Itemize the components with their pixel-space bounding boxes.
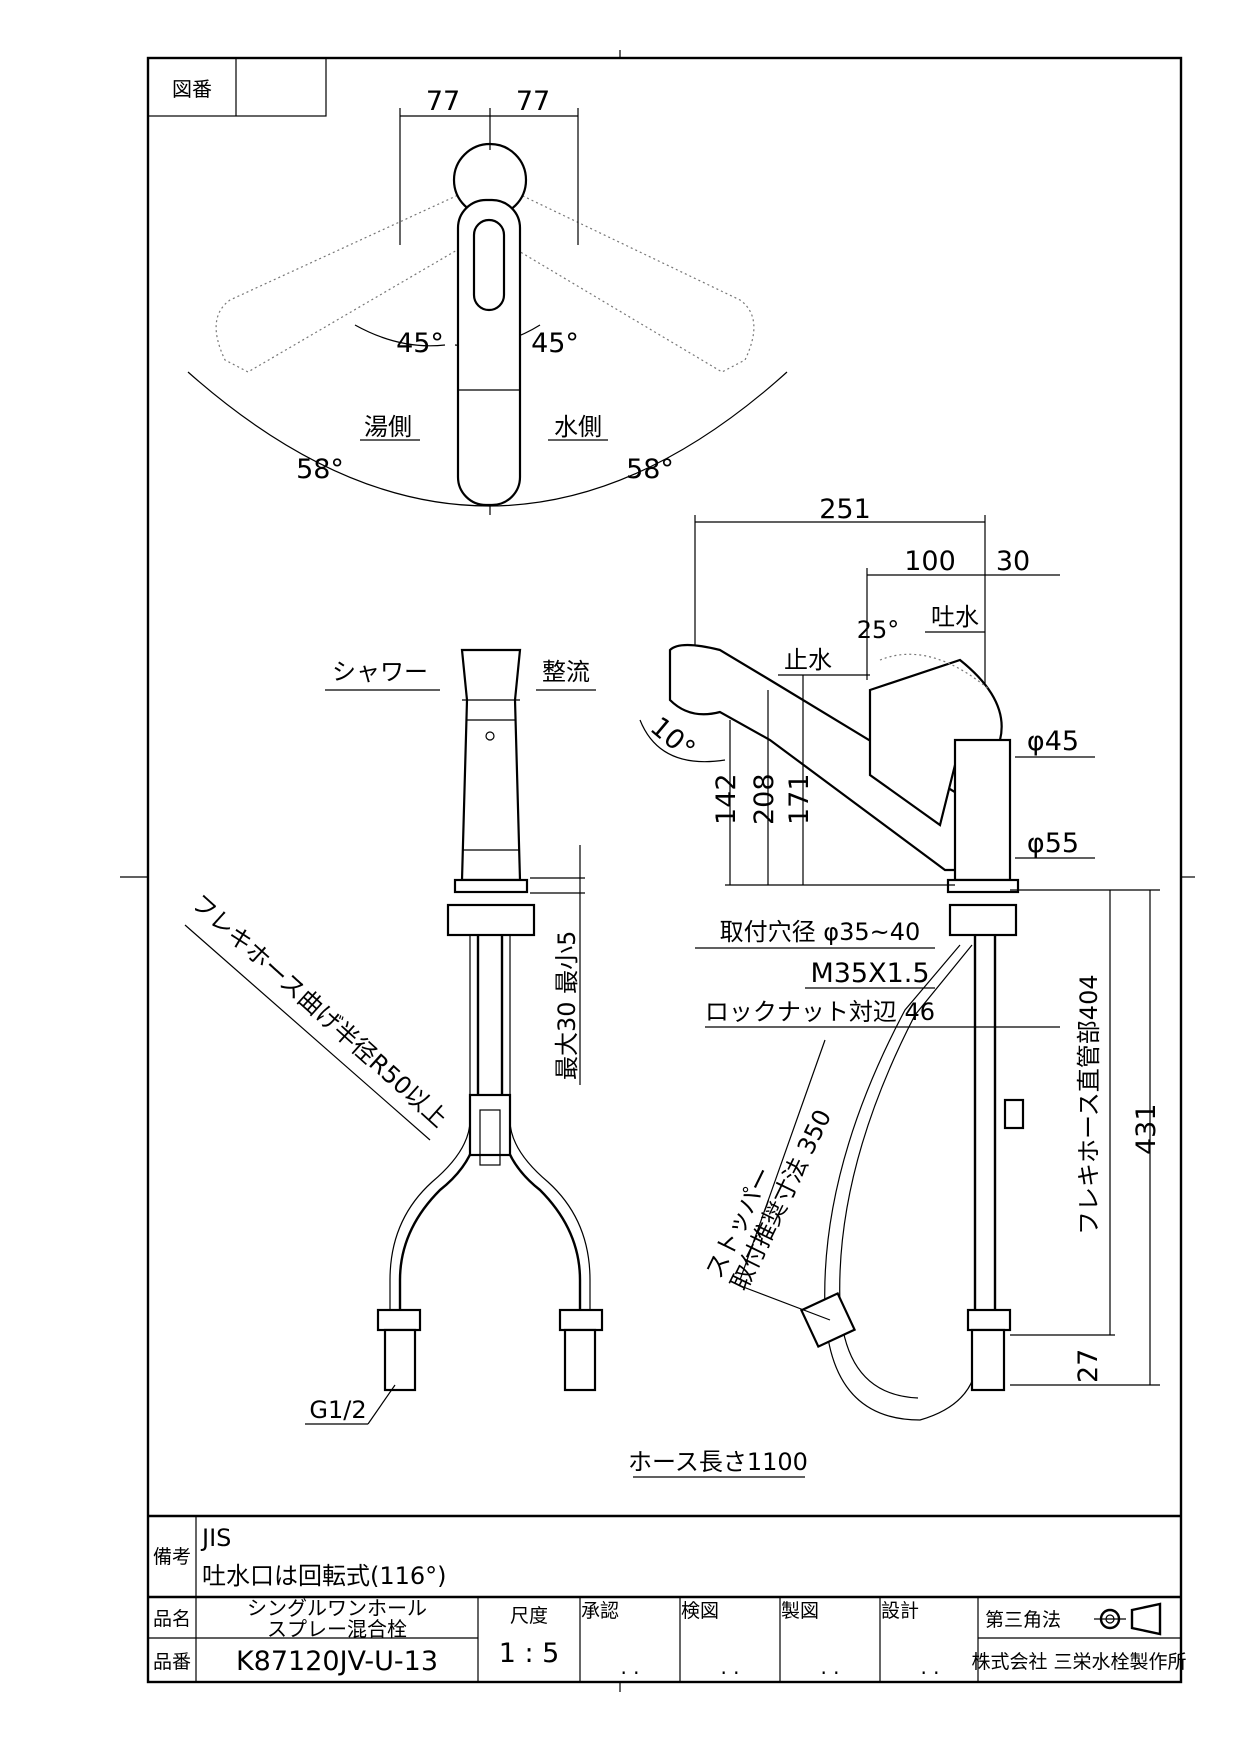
dim-251: 251 xyxy=(819,494,871,525)
check-date: . . xyxy=(720,1655,739,1679)
top-view: 77 77 45° 45° 湯側 水側 58° 58° xyxy=(187,86,788,515)
product-name-line2: スプレー混合栓 xyxy=(267,1617,407,1641)
stop-label: 止水 xyxy=(784,646,832,674)
locknut-label: ロックナット対辺 46 xyxy=(705,998,935,1026)
max-min-note: 最大30 最小5 xyxy=(553,931,581,1080)
inlet-thread-label: G1/2 xyxy=(309,1396,366,1424)
dim-77-right: 77 xyxy=(516,86,550,117)
flex-straight-note: フレキホース直管部404 xyxy=(1075,974,1103,1235)
hot-side-label: 湯側 xyxy=(364,413,412,441)
drawing-number-box: 図番 xyxy=(147,57,327,117)
spout-angle: 25° xyxy=(857,616,900,644)
front-view: シャワー 整流 フレキホース曲げ半径R50以上 最大30 最小5 G1/2 xyxy=(184,648,604,1425)
tilt-angle: 10° xyxy=(644,711,701,766)
approval-date: . . xyxy=(620,1655,639,1679)
hose-length-label: ホース長さ1100 xyxy=(628,1448,808,1476)
product-name-label: 品名 xyxy=(153,1608,191,1630)
design-date: . . xyxy=(920,1655,939,1679)
stream-label: 整流 xyxy=(542,658,590,686)
title-block: 備考 JIS 吐水口は回転式(116°) 品名 シングルワンホール スプレー混合… xyxy=(148,1514,1187,1682)
scale-value: 1 : 5 xyxy=(499,1638,560,1669)
product-number-label: 品番 xyxy=(153,1651,191,1673)
remarks-line1: JIS xyxy=(200,1524,231,1552)
design-label: 設計 xyxy=(881,1600,919,1622)
dim-431: 431 xyxy=(1131,1103,1162,1155)
approval-label: 承認 xyxy=(581,1600,619,1622)
dim-30: 30 xyxy=(996,546,1030,577)
remarks-label: 備考 xyxy=(153,1546,191,1568)
remarks-line2: 吐水口は回転式(116°) xyxy=(202,1562,447,1590)
sheet-border xyxy=(146,56,1183,1684)
shower-label: シャワー xyxy=(332,658,428,686)
dim-171: 171 xyxy=(784,773,815,825)
angle-45-left: 45° xyxy=(396,328,444,359)
drawing-number-label: 図番 xyxy=(172,77,212,101)
dia-45: φ45 xyxy=(1027,726,1079,757)
product-name-line1: シングルワンホール xyxy=(247,1596,427,1620)
product-number-value: K87120JV-U-13 xyxy=(236,1646,438,1677)
side-view: 251 100 30 25° 吐水 止水 142 208 171 10° φ45… xyxy=(628,494,1162,1478)
third-angle-projection-icon xyxy=(1094,1602,1162,1636)
outlet-label: 吐水 xyxy=(931,603,979,631)
company-name: 株式会社 三栄水栓製作所 xyxy=(971,1651,1186,1673)
arc-58-left: 58° xyxy=(296,454,344,485)
hose-bend-note: フレキホース曲げ半径R50以上 xyxy=(186,889,453,1133)
drafting-date: . . xyxy=(820,1655,839,1679)
cold-side-label: 水側 xyxy=(554,413,602,441)
drafting-label: 製図 xyxy=(781,1600,819,1622)
angle-45-right: 45° xyxy=(531,328,579,359)
dim-77-left: 77 xyxy=(426,86,460,117)
scale-label: 尺度 xyxy=(510,1605,548,1627)
dim-100: 100 xyxy=(904,546,956,577)
dia-55: φ55 xyxy=(1027,828,1079,859)
projection-label: 第三角法 xyxy=(985,1609,1061,1631)
dim-208: 208 xyxy=(749,773,780,825)
dim-27: 27 xyxy=(1073,1349,1104,1383)
arc-58-right: 58° xyxy=(626,454,674,485)
dim-142: 142 xyxy=(711,773,742,825)
check-label: 検図 xyxy=(681,1600,719,1622)
thread-spec: M35X1.5 xyxy=(810,958,929,989)
mount-hole-label: 取付穴径 φ35~40 xyxy=(720,918,921,946)
